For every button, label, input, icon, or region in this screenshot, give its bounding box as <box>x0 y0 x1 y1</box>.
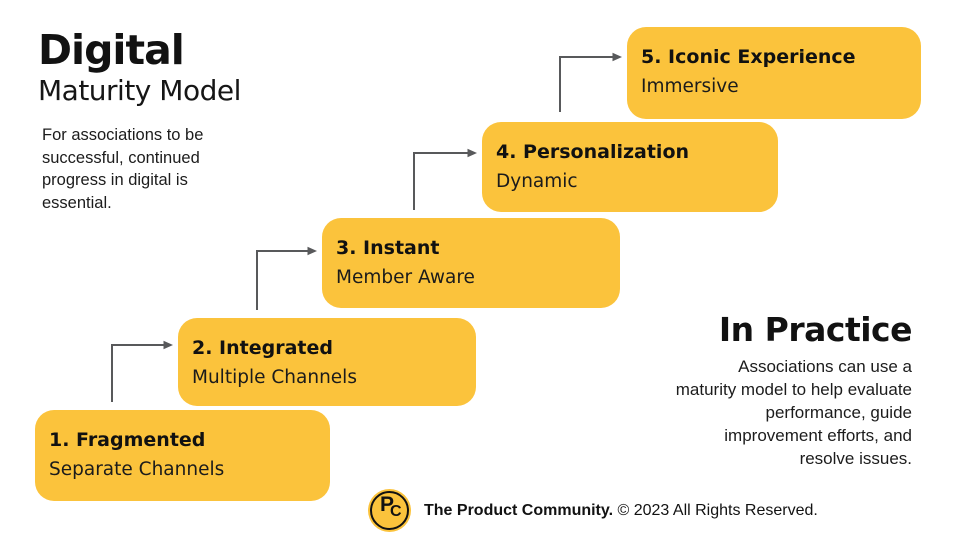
arrow-step4-to-step5-icon <box>559 52 622 112</box>
footer-text: The Product Community. © 2023 All Rights… <box>424 502 818 520</box>
in-practice-title: In Practice <box>718 310 913 349</box>
step-subtitle: Immersive <box>641 76 739 97</box>
footer-copyright: © 2023 All Rights Reserved. <box>617 501 818 519</box>
step-box-2-integrated: 2. Integrated Multiple Channels <box>178 318 476 406</box>
step-title: 3. Instant <box>336 237 440 259</box>
logo-letter-p: P <box>380 493 395 516</box>
step-subtitle: Multiple Channels <box>192 367 357 388</box>
step-box-4-personalization: 4. Personalization Dynamic <box>482 122 778 212</box>
step-title: 1. Fragmented <box>49 429 206 451</box>
product-community-logo-icon: P C <box>368 489 411 532</box>
step-box-5-iconic-experience: 5. Iconic Experience Immersive <box>627 27 921 119</box>
arrow-step2-to-step3-icon <box>256 246 317 310</box>
step-subtitle: Separate Channels <box>49 459 225 480</box>
page-subtitle: Maturity Model <box>38 74 241 108</box>
step-subtitle: Member Aware <box>336 267 475 288</box>
logo-ring <box>370 491 409 530</box>
step-subtitle: Dynamic <box>496 171 578 192</box>
step-box-3-instant: 3. Instant Member Aware <box>322 218 620 308</box>
in-practice-section: In Practice Associations can use a matur… <box>522 310 913 470</box>
intro-text: For associations to be successful, conti… <box>42 126 204 212</box>
page-title: Digital <box>38 26 185 74</box>
step-title: 5. Iconic Experience <box>641 46 856 68</box>
in-practice-text: Associations can use a maturity model to… <box>675 357 912 468</box>
footer: P C The Product Community. © 2023 All Ri… <box>368 489 818 532</box>
step-title: 2. Integrated <box>192 337 333 359</box>
arrow-step1-to-step2-icon <box>111 340 173 402</box>
step-box-1-fragmented: 1. Fragmented Separate Channels <box>35 410 330 501</box>
header: Digital Maturity Model <box>38 26 241 108</box>
step-title: 4. Personalization <box>496 141 690 163</box>
arrow-step3-to-step4-icon <box>413 148 477 210</box>
logo-letter-c: C <box>390 503 402 520</box>
footer-brand: The Product Community. <box>424 501 614 519</box>
